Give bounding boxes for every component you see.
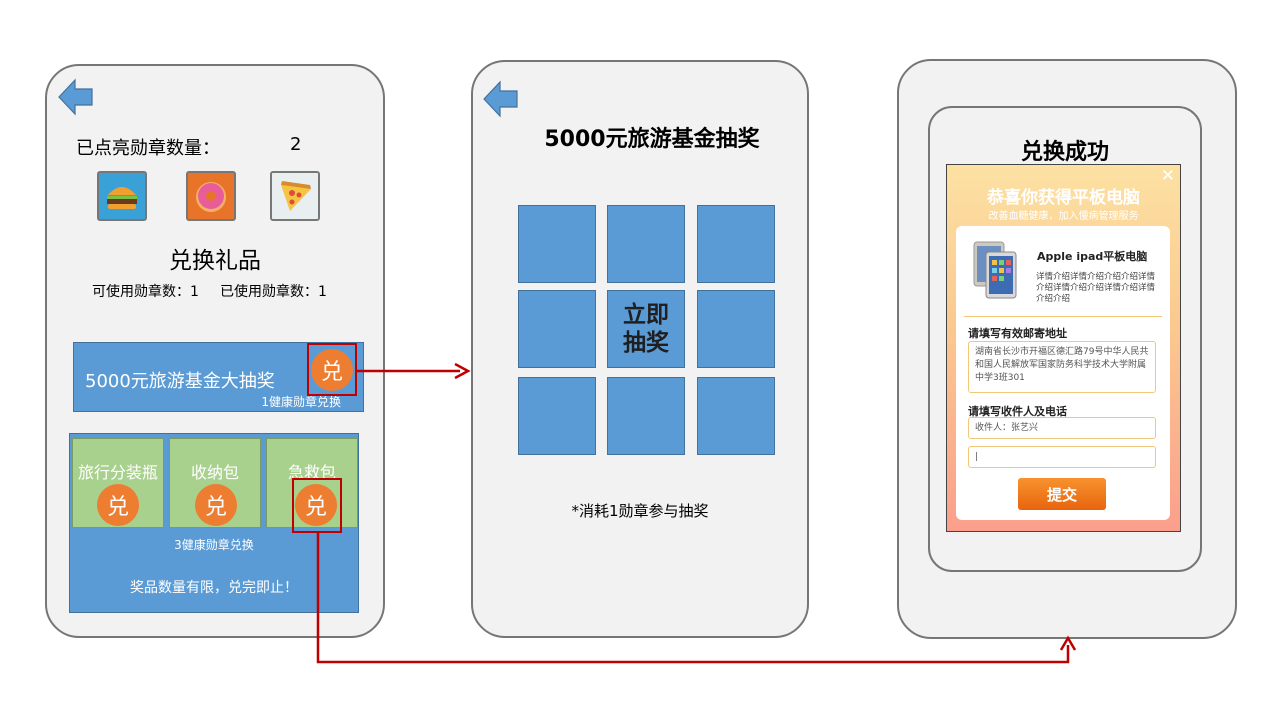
draw-button[interactable]: 立即 抽奖 (607, 290, 685, 368)
product-name: Apple ipad平板电脑 (1037, 250, 1148, 263)
prize-cell (518, 290, 596, 368)
close-icon[interactable]: ✕ (1160, 166, 1175, 186)
prize-cell (697, 205, 775, 283)
back-arrow-icon[interactable] (58, 78, 94, 116)
product-desc: 详情介绍详情介绍介绍介绍详情介绍详情介绍介绍详情介绍详情介绍介绍 (1036, 272, 1156, 304)
section-title: 兑换礼品 (169, 248, 261, 274)
donut-icon (186, 171, 236, 221)
lottery-redeem-button[interactable]: 兑 (311, 349, 353, 391)
gift-cost-label: 3健康勋章兑换 (174, 538, 254, 552)
lottery-highlight-box (307, 343, 357, 396)
success-popup: ✕ 恭喜你获得平板电脑 改善血糖健康，加入慢病管理服务 Apple ipad平板… (946, 164, 1181, 532)
address-field[interactable]: 湖南省长沙市开福区德汇路79号中华人民共和国人民解放军国家防务科学技术大学附属中… (968, 341, 1156, 393)
draw-button-line1: 立即 (623, 302, 669, 328)
used-badges-label: 已使用勋章数：1 (220, 284, 327, 300)
ipad-image (972, 238, 1020, 308)
pizza-icon (270, 171, 320, 221)
lottery-card[interactable]: 5000元旅游基金大抽奖 1健康勋章兑换 (73, 342, 364, 412)
draw-button-line2: 抽奖 (623, 330, 669, 356)
prize-cell (697, 377, 775, 455)
gift-item-label: 急救包 (287, 463, 336, 482)
usable-badges-label: 可使用勋章数：1 (92, 284, 199, 300)
gift-item-label: 收纳包 (190, 463, 239, 482)
lottery-card-cost: 1健康勋章兑换 (261, 395, 341, 409)
gift-firstaid-redeem-button[interactable]: 兑 (295, 484, 337, 526)
prize-cell (518, 205, 596, 283)
burger-icon (97, 171, 147, 221)
recipient-field[interactable]: 收件人：张艺兴 (968, 417, 1156, 439)
back-arrow-icon[interactable] (483, 80, 519, 118)
recipient-label: 请填写收件人及电话 (968, 405, 1067, 418)
prize-cell (697, 290, 775, 368)
arrowhead-lottery (454, 362, 471, 380)
prize-cell (607, 377, 685, 455)
badge-count-label: 已点亮勋章数量： (76, 138, 220, 159)
address-label: 请填写有效邮寄地址 (968, 327, 1067, 340)
lottery-title: 5000元旅游基金抽奖 (544, 127, 760, 152)
badge-count-value: 2 (290, 134, 302, 155)
submit-button[interactable]: 提交 (1018, 478, 1106, 510)
prize-cell (518, 377, 596, 455)
phone-field[interactable]: | (968, 446, 1156, 468)
form-card: Apple ipad平板电脑 详情介绍详情介绍介绍介绍详情介绍详情介绍介绍详情介… (956, 226, 1170, 520)
success-title: 兑换成功 (1020, 140, 1109, 165)
arrowhead-success (1059, 635, 1077, 651)
gift-bag-redeem-button[interactable]: 兑 (195, 484, 237, 526)
banner-title: 恭喜你获得平板电脑 (987, 188, 1140, 208)
gift-item-bottle[interactable]: 旅行分装瓶 (72, 438, 164, 528)
lottery-note: *消耗1勋章参与抽奖 (571, 502, 709, 520)
limited-notice: 奖品数量有限，兑完即止！ (130, 580, 298, 596)
gift-item-label: 旅行分装瓶 (77, 463, 158, 482)
divider (964, 316, 1162, 317)
lottery-card-title: 5000元旅游基金大抽奖 (85, 371, 275, 392)
banner-subtitle: 改善血糖健康，加入慢病管理服务 (988, 211, 1139, 222)
prize-cell (607, 205, 685, 283)
gift-bottle-redeem-button[interactable]: 兑 (97, 484, 139, 526)
